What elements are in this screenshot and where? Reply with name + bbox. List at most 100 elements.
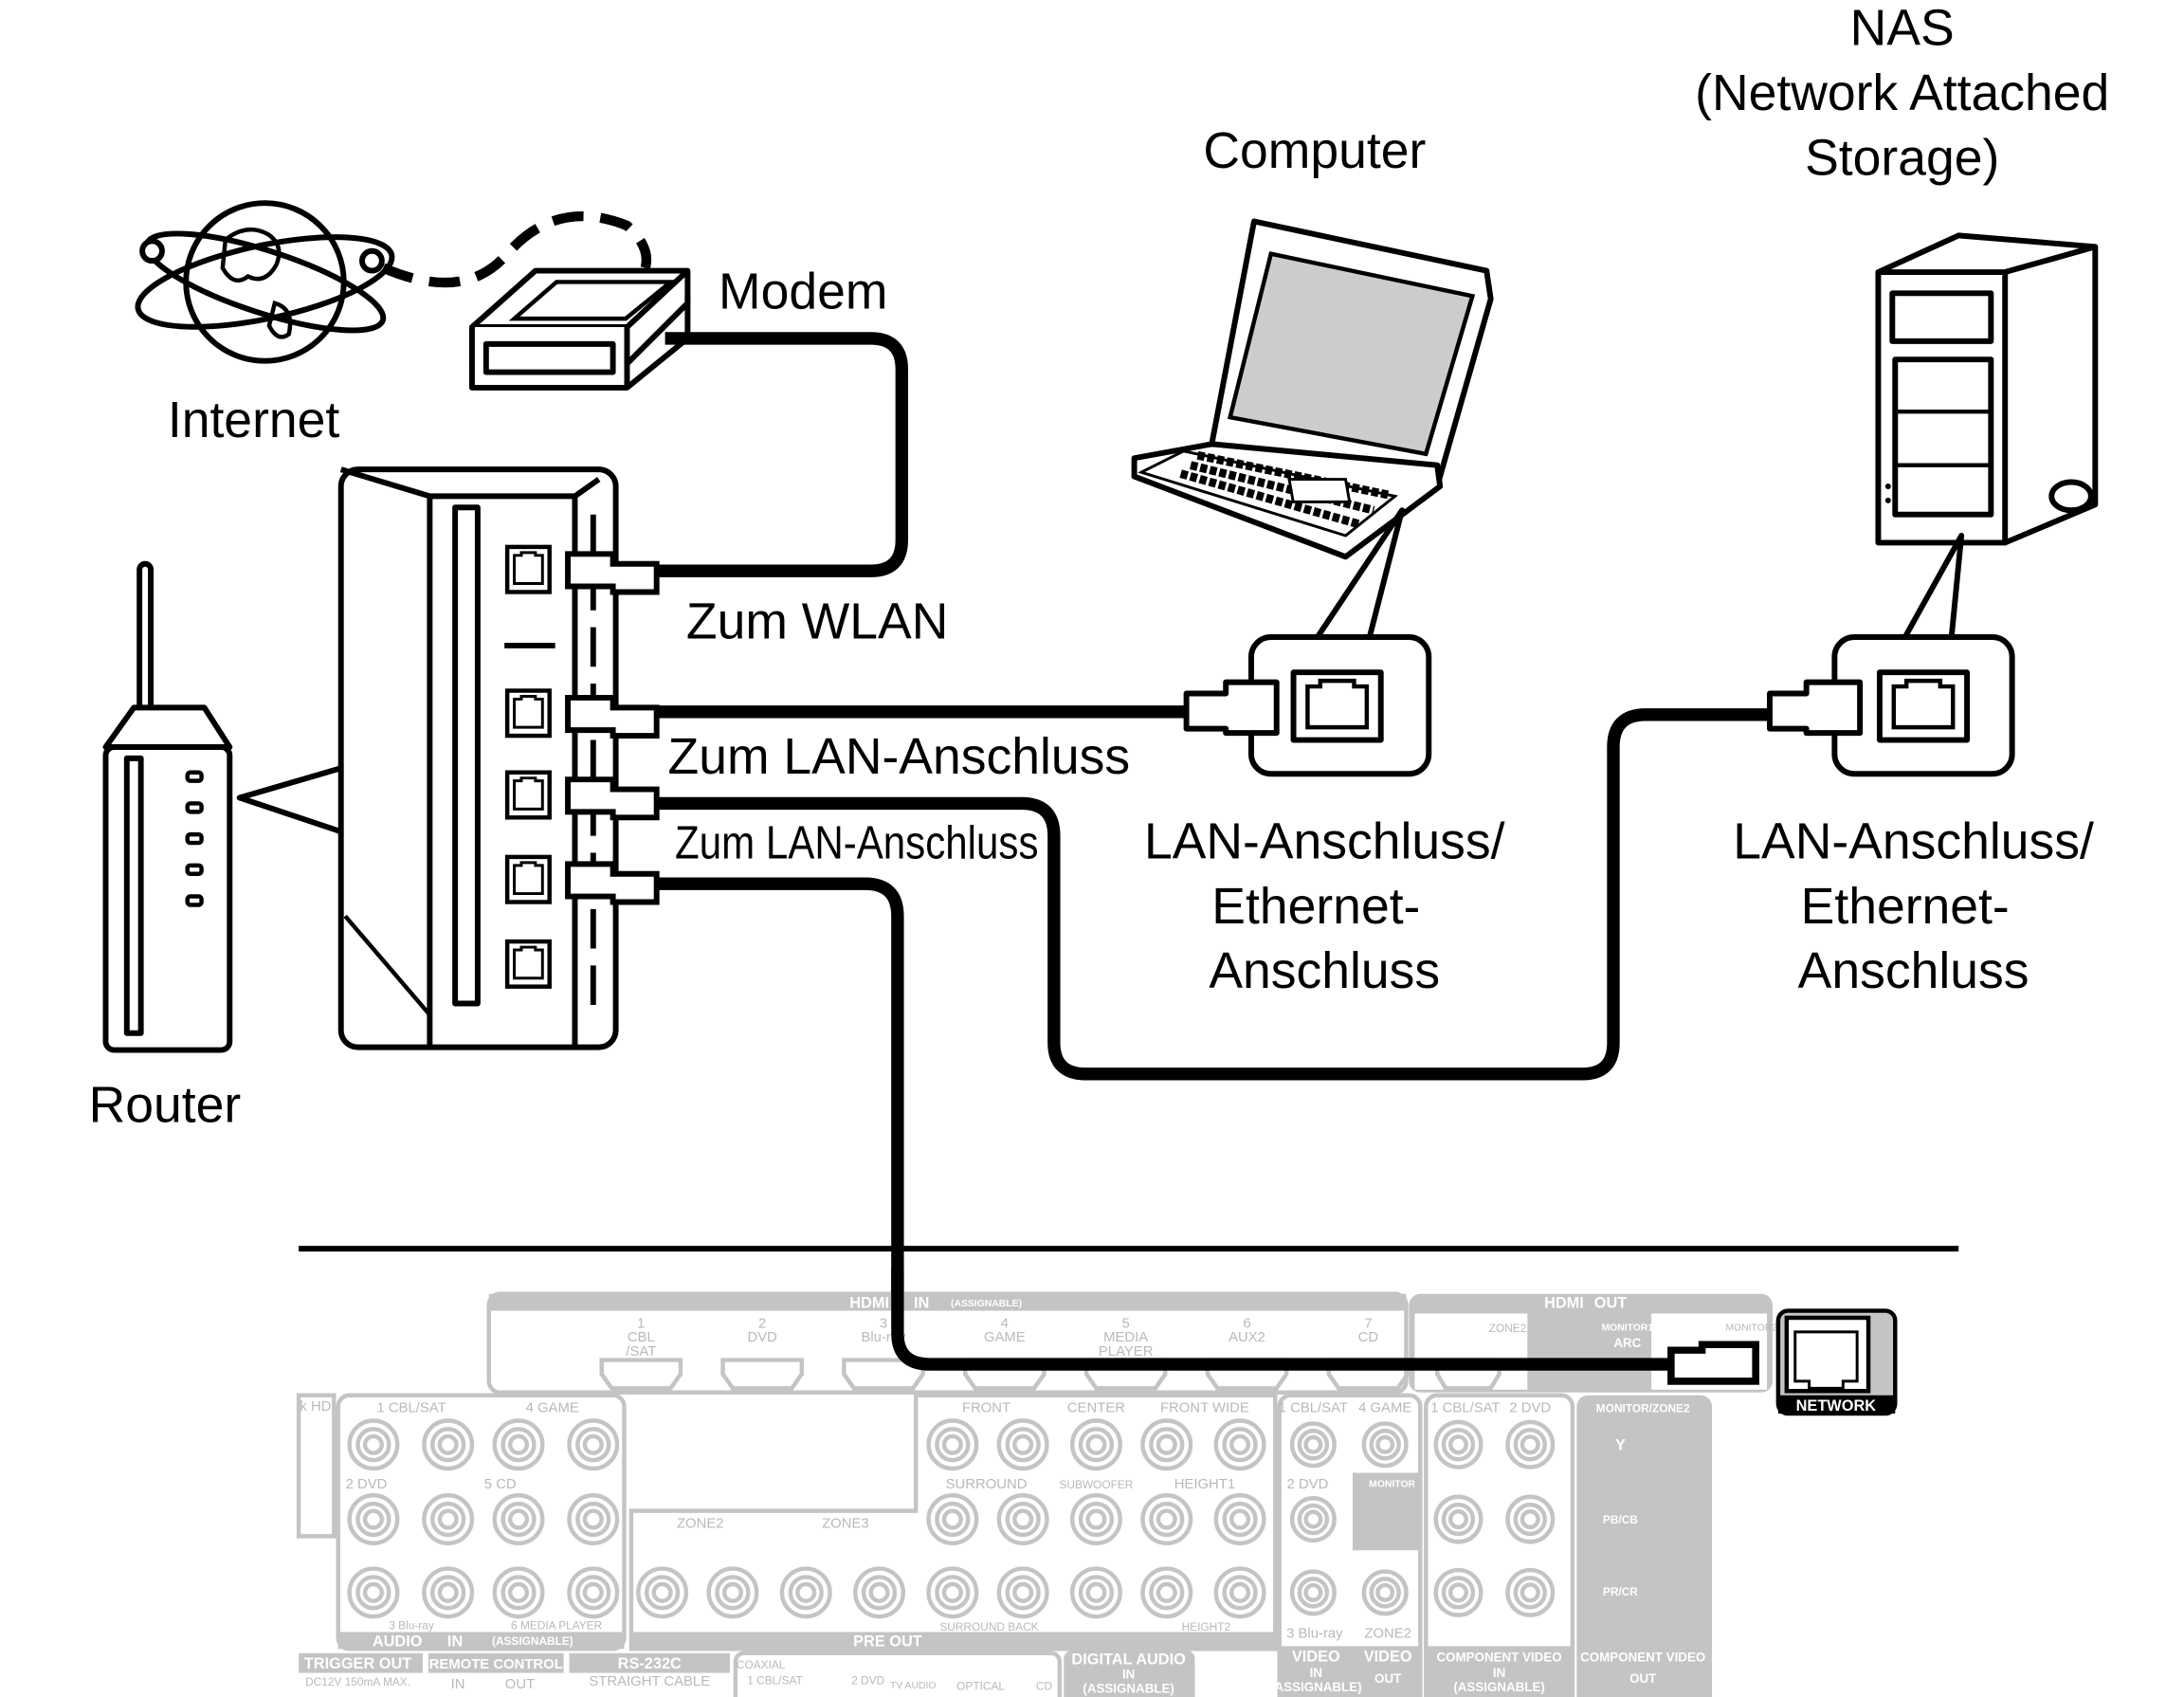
rca-jack	[1505, 1567, 1556, 1617]
audio-label: 5 CD	[484, 1477, 517, 1492]
rca-jack	[706, 1566, 759, 1619]
component-out-label: PB/CB	[1603, 1513, 1638, 1526]
hdmi-in-badge: IN	[914, 1295, 929, 1312]
preout-label: ZONE3	[822, 1516, 869, 1531]
component-out-sub: OUT	[1629, 1671, 1657, 1686]
video-label: 3 Blu-ray	[1286, 1626, 1343, 1641]
video-in-sub: IN	[1310, 1666, 1322, 1680]
audio-label: 4 GAME	[526, 1401, 579, 1416]
hdmi-input-label: GAME	[984, 1330, 1026, 1345]
rca-jack	[1069, 1418, 1122, 1471]
hdmi-input-label: 2	[758, 1316, 766, 1331]
rca-jack	[1140, 1418, 1193, 1471]
zum-wlan-label: Zum WLAN	[686, 594, 948, 650]
rca-jack	[422, 1493, 475, 1546]
audio-label: 1 CBL/SAT	[376, 1401, 446, 1416]
laptop-computer-icon	[1131, 218, 1494, 560]
component-in-label: 2 DVD	[1509, 1401, 1551, 1416]
network-port[interactable]: NETWORK	[1775, 1308, 1898, 1416]
router-port-panel	[337, 466, 660, 1050]
coaxial-label: COAXIAL	[737, 1658, 786, 1671]
video-label: ZONE2	[1364, 1626, 1411, 1641]
nas-callout	[1902, 533, 1965, 639]
router-lan-port	[504, 770, 552, 820]
preout-label: ZONE2	[677, 1516, 724, 1531]
hdmi-out-zone2: ZONE2	[1489, 1322, 1527, 1335]
cable-modem-to-router	[656, 332, 909, 577]
rca-jack	[567, 1418, 620, 1471]
optical-input-label: CD	[1036, 1679, 1052, 1692]
hdmi-input-label: 7	[1364, 1316, 1372, 1331]
rca-jack	[1069, 1566, 1122, 1619]
preout-label: FRONT	[962, 1401, 1010, 1416]
rca-jack	[1361, 1569, 1409, 1616]
rca-jack	[422, 1566, 475, 1619]
rca-jack	[1140, 1493, 1193, 1546]
rs232c-sub: STRAIGHT CABLE	[589, 1674, 710, 1689]
component-out-title: COMPONENT VIDEO	[1580, 1651, 1705, 1665]
rca-jack	[567, 1566, 620, 1619]
router-lan-port	[504, 544, 552, 594]
preout-label: SUBWOOFER	[1060, 1478, 1134, 1491]
internet-globe-icon	[135, 200, 395, 364]
router-callout	[236, 765, 342, 834]
hdmi-input-label: CD	[1358, 1330, 1379, 1345]
rca-jack	[926, 1566, 979, 1619]
hdmi-input-label: 1	[637, 1316, 645, 1331]
component-out-header: MONITOR/ZONE2	[1596, 1402, 1690, 1415]
remote-control-title: REMOTE CONTROL	[429, 1657, 563, 1672]
hdmi-input-label: DVD	[747, 1330, 777, 1345]
nas-lan-jack-box	[1767, 634, 2015, 777]
rca-jack	[1433, 1494, 1483, 1544]
ethernet-plug	[565, 551, 660, 595]
nas-label-line2: (Network Attached	[1695, 65, 2109, 121]
receiver-back-panel: HDMI IN (ASSIGNABLE) 1CBL/SAT2DVD3Blu-ra…	[296, 1291, 1898, 1697]
cut-label: k HD	[300, 1399, 331, 1414]
hdmi-out-badge: OUT	[1594, 1295, 1628, 1312]
trigger-spec: DC12V 150mA MAX.	[305, 1675, 410, 1688]
preout-label: SURROUND BACK	[939, 1620, 1038, 1633]
video-in-title: VIDEO	[1292, 1649, 1340, 1666]
rca-jack	[926, 1418, 979, 1471]
video-in-assignable: (ASSIGNABLE)	[1270, 1680, 1361, 1694]
nas-lan-label-line1: LAN-Anschluss/	[1733, 813, 2094, 869]
computer-lan-label-line1: LAN-Anschluss/	[1144, 813, 1505, 869]
router-lan-port	[504, 854, 552, 904]
video-label: 4 GAME	[1358, 1401, 1411, 1416]
computer-callout	[1315, 507, 1405, 639]
modem-icon	[468, 267, 691, 391]
video-label: MONITOR	[1369, 1479, 1415, 1489]
rca-jack	[492, 1493, 545, 1546]
audio-assignable: (ASSIGNABLE)	[492, 1634, 573, 1648]
cable-router-to-nas	[656, 708, 1770, 1081]
preout-label: SURROUND	[946, 1477, 1028, 1492]
audio-footer: AUDIO	[373, 1633, 423, 1650]
zum-lan-label-2: Zum LAN-Anschluss	[675, 817, 1039, 868]
cable-into-network-port	[891, 1268, 1671, 1371]
rca-jack	[1433, 1567, 1483, 1617]
component-in-assignable: (ASSIGNABLE)	[1453, 1680, 1544, 1694]
trigger-out-title: TRIGGER OUT	[304, 1655, 412, 1672]
rca-jack	[636, 1566, 689, 1619]
preout-label: HEIGHT1	[1174, 1477, 1235, 1492]
nas-tower-icon	[1875, 232, 2099, 546]
audio-label: 3 Blu-ray	[389, 1618, 434, 1632]
rca-jack	[1069, 1493, 1122, 1546]
preout-footer: PRE OUT	[853, 1633, 922, 1650]
video-out-sub: OUT	[1374, 1671, 1402, 1686]
hdmi-input-label: 3	[880, 1316, 887, 1331]
hdmi-input-label: 6	[1243, 1316, 1250, 1331]
rca-jack	[347, 1566, 400, 1619]
computer-label: Computer	[1203, 123, 1426, 179]
computer-lan-jack-box	[1183, 634, 1432, 777]
rca-jack	[996, 1566, 1049, 1619]
hdmi-out-monitor1: MONITOR1	[1602, 1323, 1654, 1333]
network-plug-overlay	[1667, 1341, 1759, 1385]
hdmi-input-label: 4	[1001, 1316, 1009, 1331]
audio-label: 2 DVD	[346, 1477, 388, 1492]
coaxial-input-label: 1 CBL/SAT	[747, 1673, 803, 1687]
rca-jack	[492, 1418, 545, 1471]
rca-jack	[1213, 1493, 1266, 1546]
